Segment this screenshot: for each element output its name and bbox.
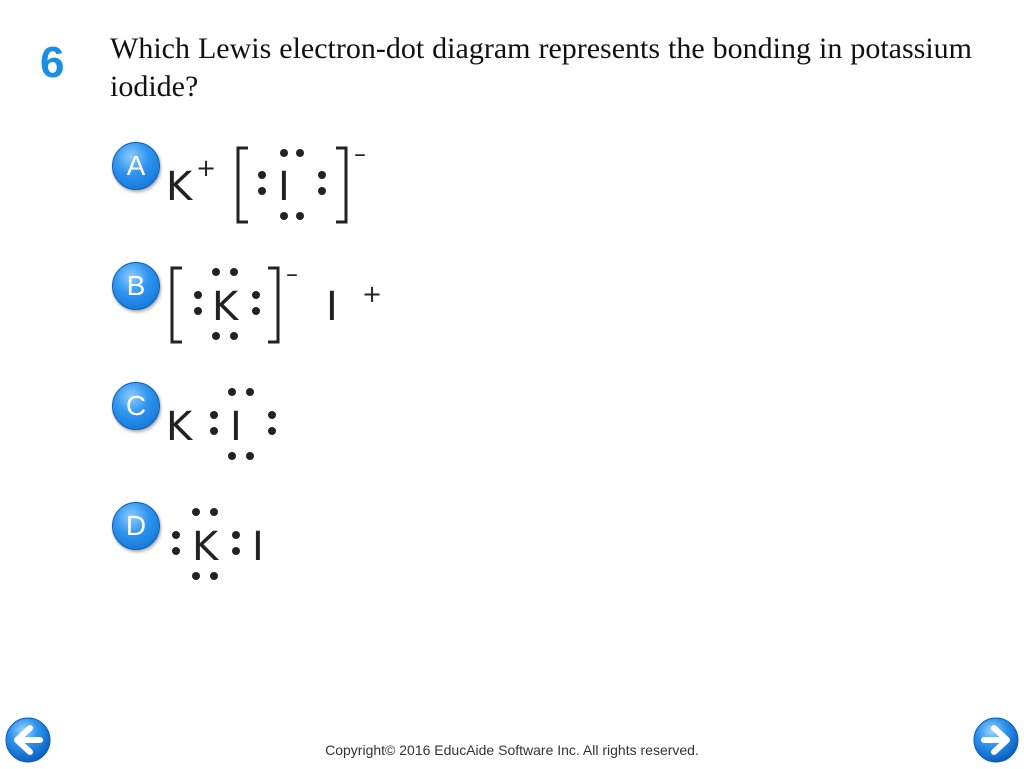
choice-a-right-bracket xyxy=(336,146,348,224)
choice-d-button[interactable]: D xyxy=(112,502,160,550)
choice-a-i-symbol: I xyxy=(278,164,290,210)
choice-c-letter: C xyxy=(125,390,147,421)
choice-a-letter: A xyxy=(126,150,146,181)
choice-a-i-charge: – xyxy=(354,140,366,168)
choice-b-left-bracket xyxy=(170,266,182,344)
choice-c-badge[interactable]: C xyxy=(112,382,160,430)
choice-d-badge[interactable]: D xyxy=(112,502,160,550)
arrow-left-circle-icon xyxy=(5,717,51,763)
choice-a-badge[interactable]: A xyxy=(112,142,160,190)
choice-c-i-symbol: I xyxy=(230,404,242,450)
choice-a-diagram: K + I – xyxy=(166,140,366,224)
choice-b-letter: B xyxy=(126,270,146,301)
copyright-text: Copyright© 2016 EducAide Software Inc. A… xyxy=(325,742,699,758)
choice-a-k-symbol: K xyxy=(166,164,194,210)
choice-a-button[interactable]: A xyxy=(112,142,160,190)
choice-b-k-charge: – xyxy=(286,260,298,288)
choice-b-right-bracket xyxy=(268,266,280,344)
choice-c-electron-dots xyxy=(210,388,276,460)
question-text: Which Lewis electron-dot diagram represe… xyxy=(110,32,972,103)
choice-d-electron-dots xyxy=(172,508,240,580)
forward-button[interactable] xyxy=(972,716,1020,764)
choice-a-electron-dots xyxy=(258,149,326,220)
arrow-right-circle-icon xyxy=(973,717,1019,763)
back-button[interactable] xyxy=(4,716,52,764)
choice-d-i-symbol: I xyxy=(252,524,264,570)
choice-d-letter: D xyxy=(125,510,147,541)
choice-b-i-charge: + xyxy=(362,280,382,308)
choice-b-button[interactable]: B xyxy=(112,262,160,310)
choice-c-k-symbol: K xyxy=(166,404,194,450)
choice-d-k-symbol: K xyxy=(192,524,220,570)
choice-a-left-bracket xyxy=(236,146,248,224)
choice-b-badge[interactable]: B xyxy=(112,262,160,310)
choice-c-diagram: K I xyxy=(166,388,276,460)
choice-b-electron-dots xyxy=(194,268,260,340)
choice-a-k-charge: + xyxy=(196,154,216,182)
choice-d-diagram: K I xyxy=(172,508,264,580)
choice-b-i-symbol: I xyxy=(326,284,338,330)
question-number: 6 xyxy=(40,38,65,87)
choice-b-k-symbol: K xyxy=(212,284,240,330)
choice-b-diagram: K – I + xyxy=(170,260,382,344)
choice-c-button[interactable]: C xyxy=(112,382,160,430)
